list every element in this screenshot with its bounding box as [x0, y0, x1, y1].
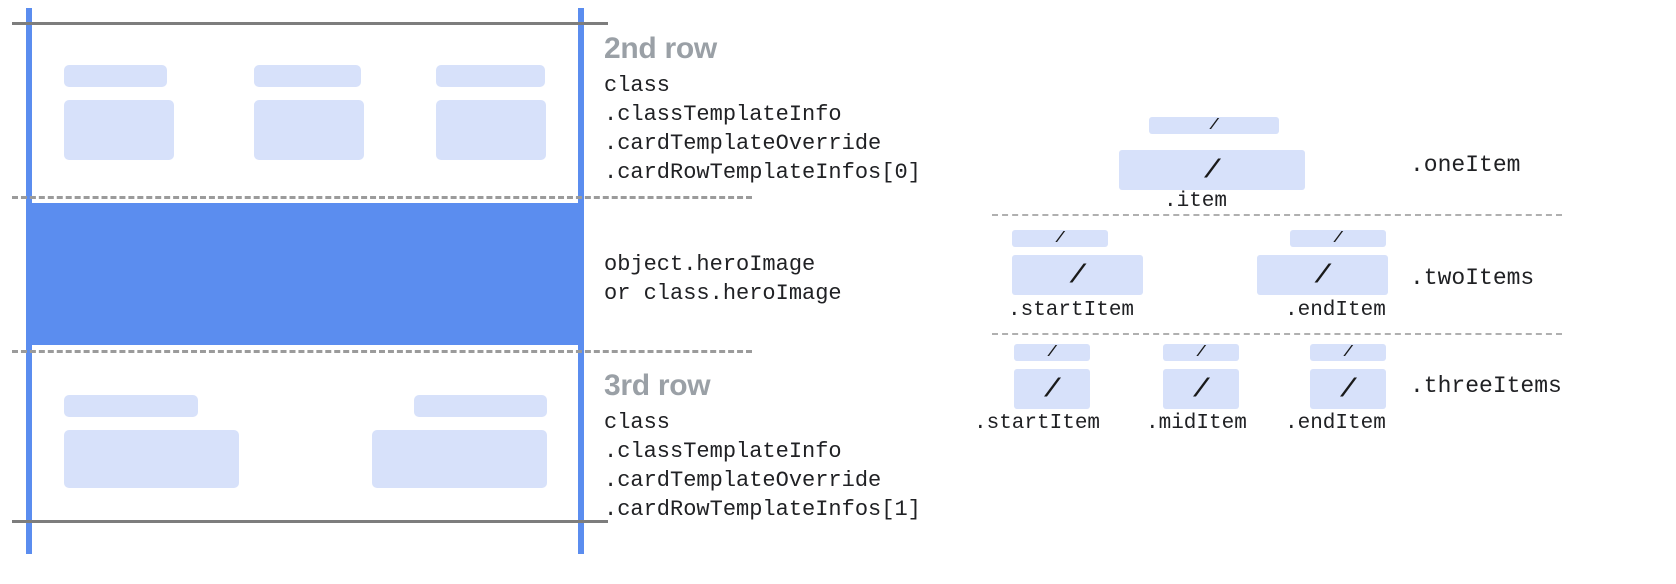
card-top-border [12, 22, 608, 25]
hero-image-band [29, 203, 581, 345]
row3-label-placeholder-2 [414, 395, 547, 417]
row-divider-lower [12, 350, 752, 353]
row-divider-upper [12, 196, 752, 199]
row2-label-placeholder-3 [436, 65, 545, 87]
two-items-start-value-cap: / [1012, 255, 1143, 295]
annotation-title-3rd-row: 3rd row [604, 369, 711, 402]
one-item-value-cap: / [1119, 150, 1305, 190]
annotation-code-3rd-row: class .classTemplateInfo .cardTemplateOv… [604, 410, 921, 522]
row3-value-placeholder-1 [64, 430, 239, 488]
three-items-end-label-cap: / [1310, 344, 1386, 361]
variant-label-one-item: .oneItem [1410, 152, 1521, 178]
three-items-mid-sublabel: .midItem [1146, 412, 1247, 435]
row2-label-placeholder-1 [64, 65, 167, 87]
three-items-mid-label-cap: / [1163, 344, 1239, 361]
two-items-end-value-cap: / [1257, 255, 1388, 295]
annotation-code-2nd-row: class .classTemplateInfo .cardTemplateOv… [604, 73, 921, 185]
variant-divider-2 [992, 333, 1562, 335]
row2-value-placeholder-3 [436, 100, 546, 160]
two-items-end-sublabel: .endItem [1285, 299, 1386, 322]
one-item-label-cap: / [1149, 117, 1279, 134]
row3-value-placeholder-2 [372, 430, 547, 488]
card-template-frame [0, 0, 620, 584]
annotation-code-hero-image: object.heroImage or class.heroImage [604, 252, 842, 306]
row2-label-placeholder-2 [254, 65, 361, 87]
three-items-start-sublabel: .startItem [974, 412, 1101, 435]
card-bottom-border [12, 520, 608, 523]
variant-label-three-items: .threeItems [1410, 373, 1562, 399]
row2-value-placeholder-2 [254, 100, 364, 160]
variant-divider-1 [992, 214, 1562, 216]
three-items-start-label-cap: / [1014, 344, 1090, 361]
item-variants-diagram: / / .item .oneItem / / .startItem / / .e… [960, 0, 1676, 584]
annotation-title-2nd-row: 2nd row [604, 32, 717, 65]
two-items-start-label-cap: / [1012, 230, 1108, 247]
three-items-mid-value-cap: / [1163, 369, 1239, 409]
card-right-rail [578, 8, 584, 554]
two-items-end-label-cap: / [1290, 230, 1386, 247]
three-items-end-value-cap: / [1310, 369, 1386, 409]
three-items-start-value-cap: / [1014, 369, 1090, 409]
two-items-start-sublabel: .startItem [1008, 299, 1135, 322]
three-items-end-sublabel: .endItem [1285, 412, 1386, 435]
row2-value-placeholder-1 [64, 100, 174, 160]
row3-label-placeholder-1 [64, 395, 198, 417]
one-item-sublabel: .item [1164, 190, 1228, 213]
variant-label-two-items: .twoItems [1410, 265, 1535, 291]
